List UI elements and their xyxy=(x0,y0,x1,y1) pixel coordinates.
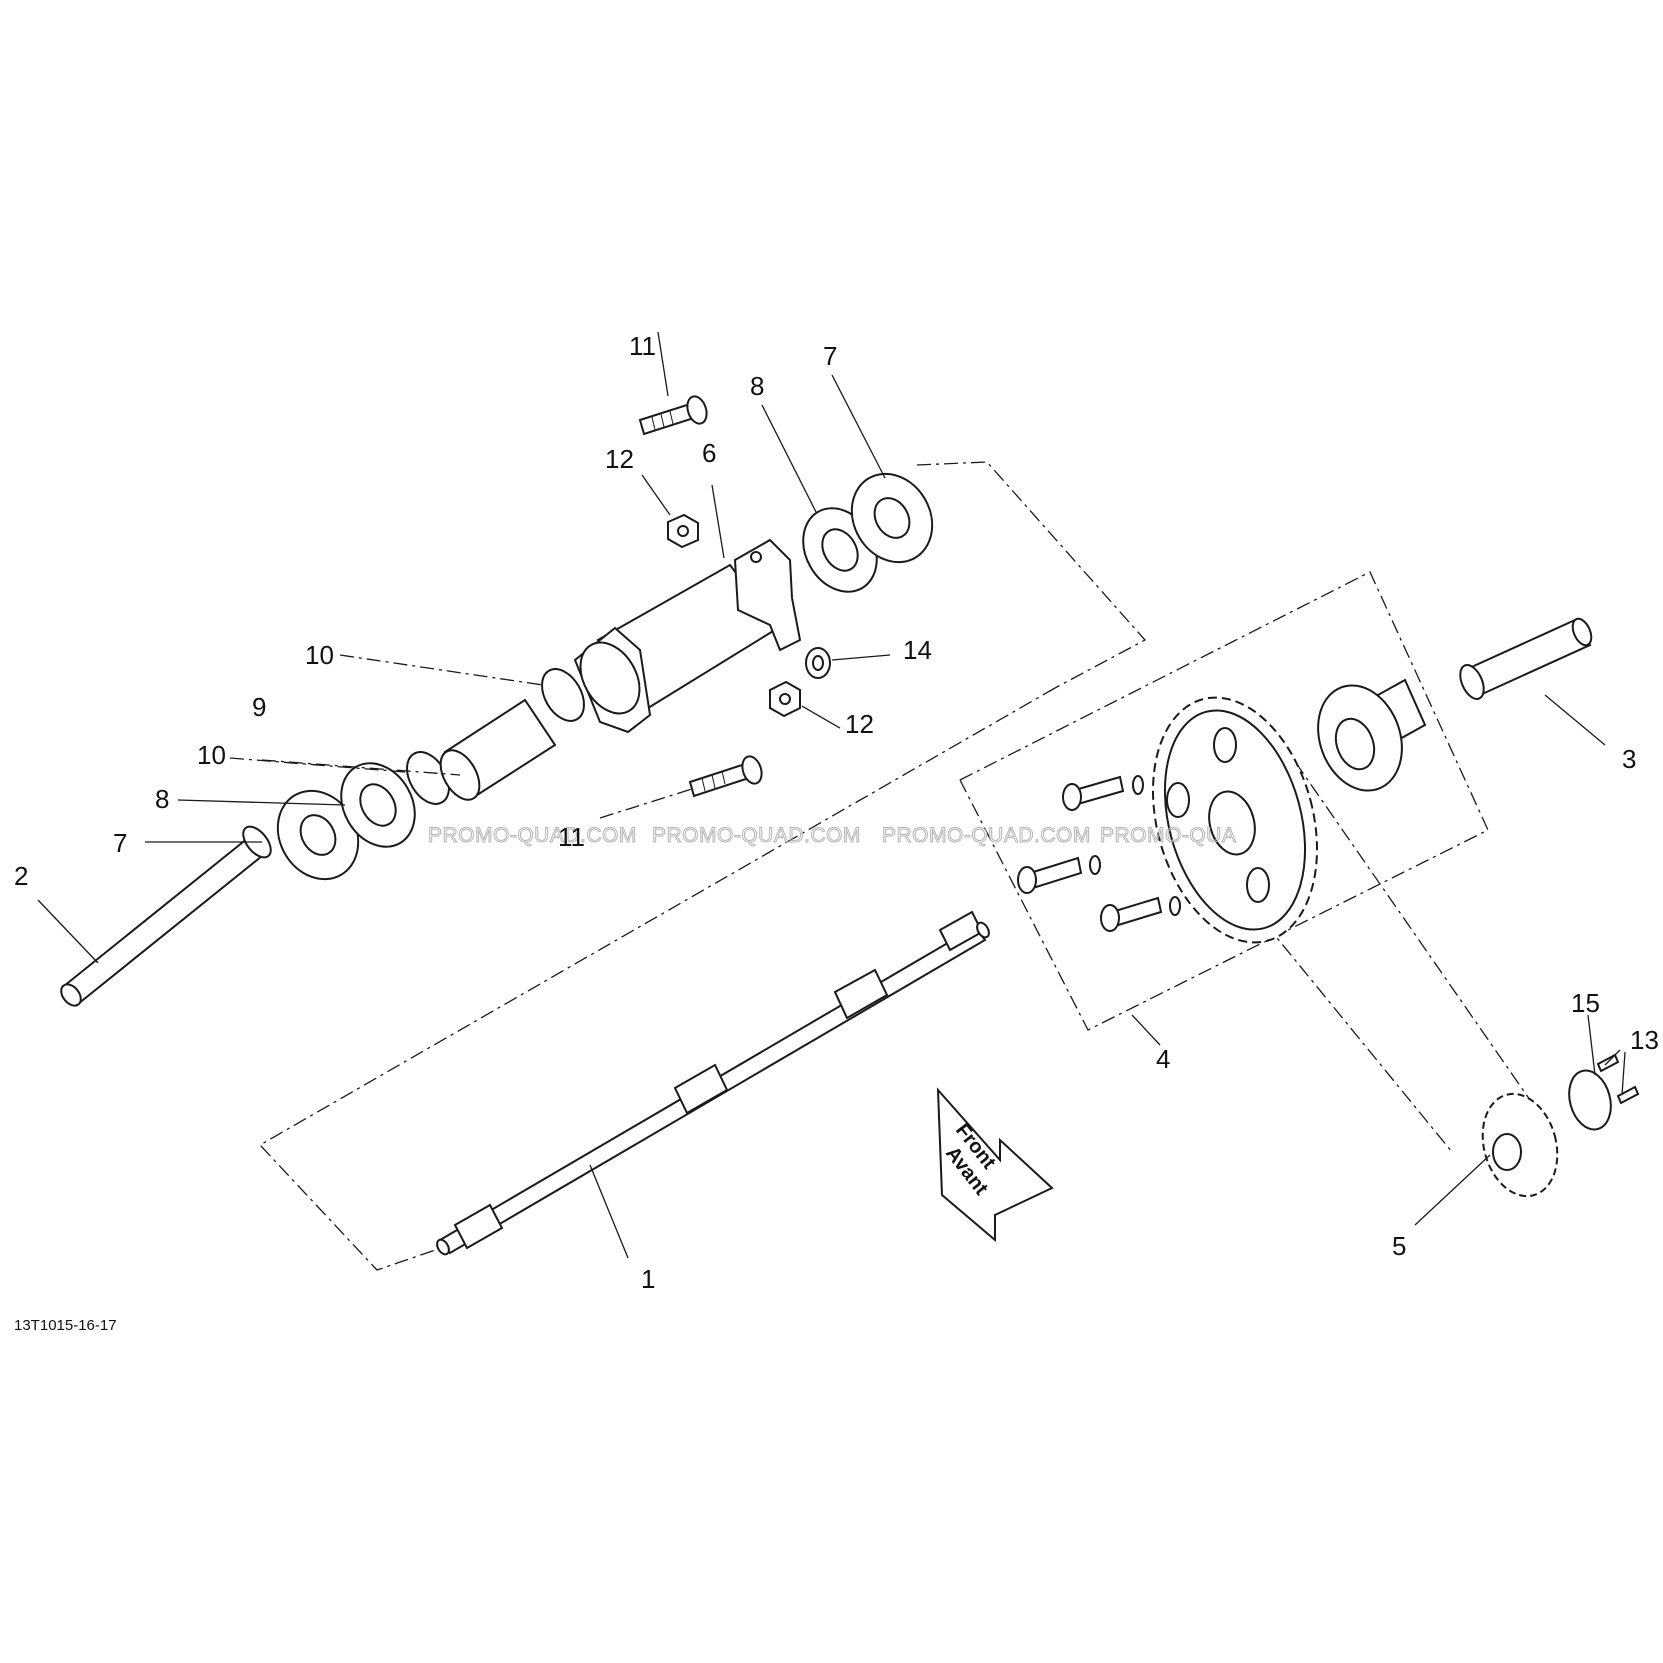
plate-part-15[interactable] xyxy=(1563,1066,1617,1134)
callout-1: 1 xyxy=(641,1264,655,1294)
bushing-part-9[interactable] xyxy=(433,698,557,806)
callout-9: 9 xyxy=(252,692,266,722)
callout-5: 5 xyxy=(1392,1231,1406,1261)
nut-part-12-lower[interactable] xyxy=(769,680,801,718)
watermark-3: PROMO-QUAD.COM xyxy=(882,824,1091,847)
callout-11-lower: 11 xyxy=(558,822,585,852)
bearing-part-7-upper[interactable] xyxy=(836,459,948,577)
bolt-part-11-lower[interactable] xyxy=(688,754,765,798)
callout-12-upper: 12 xyxy=(605,444,634,474)
callout-10-lower: 10 xyxy=(197,740,226,770)
callout-4: 4 xyxy=(1156,1044,1170,1074)
swing-arm-tube-part-6[interactable] xyxy=(568,538,802,734)
callout-13: 13 xyxy=(1630,1025,1659,1055)
ring-part-10-upper[interactable] xyxy=(533,662,592,728)
callout-3: 3 xyxy=(1622,744,1636,774)
bolt-set-part-4[interactable] xyxy=(1017,775,1181,932)
small-sprocket-part-5[interactable] xyxy=(1472,1085,1568,1204)
screws-part-13[interactable] xyxy=(1596,1053,1640,1105)
callout-labels: 1 2 3 4 5 6 7 7 8 8 9 10 10 11 11 12 12 … xyxy=(14,331,1659,1294)
callout-8-upper: 8 xyxy=(750,371,764,401)
drawing-number: 13T1015-16-17 xyxy=(14,1317,117,1334)
assembly-outlines xyxy=(258,461,1531,1271)
watermark-1: PROMO-QUAD.COM xyxy=(428,824,637,847)
callout-11-upper: 11 xyxy=(629,331,656,361)
washer-part-14[interactable] xyxy=(805,647,831,679)
callout-7-lower: 7 xyxy=(113,828,127,858)
callout-12-lower: 12 xyxy=(845,709,874,739)
seal-part-8-lower[interactable] xyxy=(327,750,430,860)
watermark-row: PROMO-QUAD.COM PROMO-QUAD.COM PROMO-QUAD… xyxy=(428,824,1237,848)
pin-part-3[interactable] xyxy=(1456,616,1595,703)
callout-8-lower: 8 xyxy=(155,784,169,814)
large-sprocket[interactable] xyxy=(1127,679,1342,961)
callout-14: 14 xyxy=(903,635,932,665)
callout-7-upper: 7 xyxy=(823,341,837,371)
nut-part-12-upper[interactable] xyxy=(667,513,699,549)
leader-lines xyxy=(37,331,1626,1259)
front-direction-arrow: Front Avant xyxy=(936,1087,1054,1243)
callout-15: 15 xyxy=(1571,988,1600,1018)
callout-2: 2 xyxy=(14,861,28,891)
callout-10-upper: 10 xyxy=(305,640,334,670)
shaft-part-1[interactable] xyxy=(435,910,992,1256)
callout-6: 6 xyxy=(702,438,716,468)
pin-part-2[interactable] xyxy=(57,822,276,1010)
watermark-4: PROMO-QUA xyxy=(1100,824,1236,847)
watermark-2: PROMO-QUAD.COM xyxy=(652,824,861,847)
bearing-part-7-lower[interactable] xyxy=(262,776,374,894)
hub-flange[interactable] xyxy=(1304,674,1427,803)
bolt-part-11-upper[interactable] xyxy=(638,394,710,436)
